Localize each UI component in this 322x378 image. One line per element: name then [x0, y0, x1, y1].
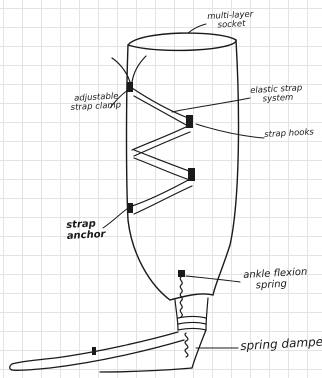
- label-strap-anchor: strap anchor: [66, 219, 106, 242]
- label-elastic-strap-system: elastic strap system: [250, 84, 303, 105]
- strap-anchor: [128, 203, 133, 213]
- label-multi-layer-socket: multi-layer socket: [207, 11, 254, 31]
- socket-body: [127, 33, 239, 300]
- elastic-straps: [132, 88, 192, 214]
- adjustable-strap-clamp: [112, 56, 146, 92]
- label-adjustable-strap-clamp: adjustable strap clamp: [70, 92, 121, 112]
- label-ankle-flexion-spring: ankle flexion spring: [243, 268, 308, 292]
- spring-dampener: [185, 333, 188, 357]
- foot-blade: [10, 330, 206, 372]
- ankle-flexion-spring: [178, 270, 185, 317]
- strap-hooks: [186, 115, 195, 181]
